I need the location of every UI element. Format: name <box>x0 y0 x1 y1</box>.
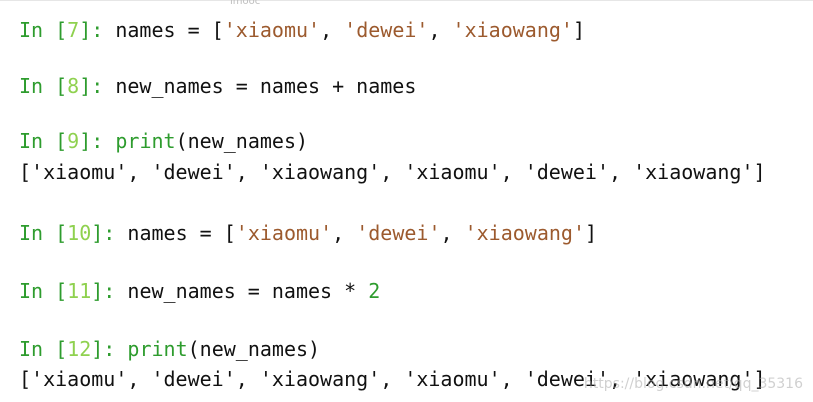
code-token: names = [ <box>115 221 236 245</box>
string-literal: 'xiaowang' <box>452 18 573 42</box>
csdn-watermark: https://blog.csdn.net/qq_35316 <box>583 376 803 392</box>
top-watermark: imooc <box>230 0 261 7</box>
input-prompt-end: ]: <box>79 18 104 42</box>
output-line: ['xiaomu', 'dewei', 'xiaowang', 'xiaomu'… <box>19 367 766 391</box>
code-token: names = [ <box>103 18 224 42</box>
input-prompt-end: ]: <box>91 279 116 303</box>
execution-count: 9 <box>67 129 80 153</box>
input-line[interactable]: In [8]: new_names = names + names <box>19 73 416 99</box>
code-token <box>115 337 127 361</box>
keyword-token: 2 <box>368 279 381 303</box>
code-token: new_names = names * <box>115 279 369 303</box>
input-prompt: In [ <box>19 279 68 303</box>
code-token <box>103 129 115 153</box>
input-line[interactable]: In [10]: names = ['xiaomu', 'dewei', 'xi… <box>19 220 597 246</box>
execution-count: 11 <box>67 279 92 303</box>
top-divider <box>0 0 813 1</box>
input-prompt: In [ <box>19 18 68 42</box>
code-token: (new_names) <box>187 337 321 361</box>
input-prompt: In [ <box>19 129 68 153</box>
keyword-token: print <box>127 337 188 361</box>
keyword-token: print <box>115 129 176 153</box>
string-literal: 'dewei' <box>344 18 429 42</box>
string-literal: 'xiaomu' <box>235 221 333 245</box>
code-token: ] <box>585 221 598 245</box>
execution-count: 10 <box>67 221 92 245</box>
input-line[interactable]: In [7]: names = ['xiaomu', 'dewei', 'xia… <box>19 17 585 43</box>
string-literal: 'dewei' <box>356 221 441 245</box>
code-token: , <box>428 18 453 42</box>
output-line: ['xiaomu', 'dewei', 'xiaowang', 'xiaomu'… <box>19 160 766 184</box>
code-token: , <box>332 221 357 245</box>
input-prompt: In [ <box>19 74 68 98</box>
input-prompt-end: ]: <box>91 337 116 361</box>
input-line[interactable]: In [9]: print(new_names) <box>19 128 308 154</box>
input-prompt-end: ]: <box>79 129 104 153</box>
execution-count: 12 <box>67 337 92 361</box>
string-literal: 'xiaowang' <box>464 221 586 245</box>
input-line[interactable]: In [11]: new_names = names * 2 <box>19 278 380 304</box>
input-prompt-end: ]: <box>91 221 116 245</box>
code-token: (new_names) <box>175 129 309 153</box>
code-token: , <box>320 18 345 42</box>
input-prompt: In [ <box>19 221 68 245</box>
code-token: new_names = names + names <box>103 74 417 98</box>
code-token: ] <box>572 18 586 42</box>
execution-count: 8 <box>67 74 80 98</box>
input-line[interactable]: In [12]: print(new_names) <box>19 336 320 362</box>
input-prompt-end: ]: <box>79 74 104 98</box>
execution-count: 7 <box>67 18 80 42</box>
string-literal: 'xiaomu' <box>223 18 321 42</box>
code-token: , <box>440 221 465 245</box>
input-prompt: In [ <box>19 337 68 361</box>
